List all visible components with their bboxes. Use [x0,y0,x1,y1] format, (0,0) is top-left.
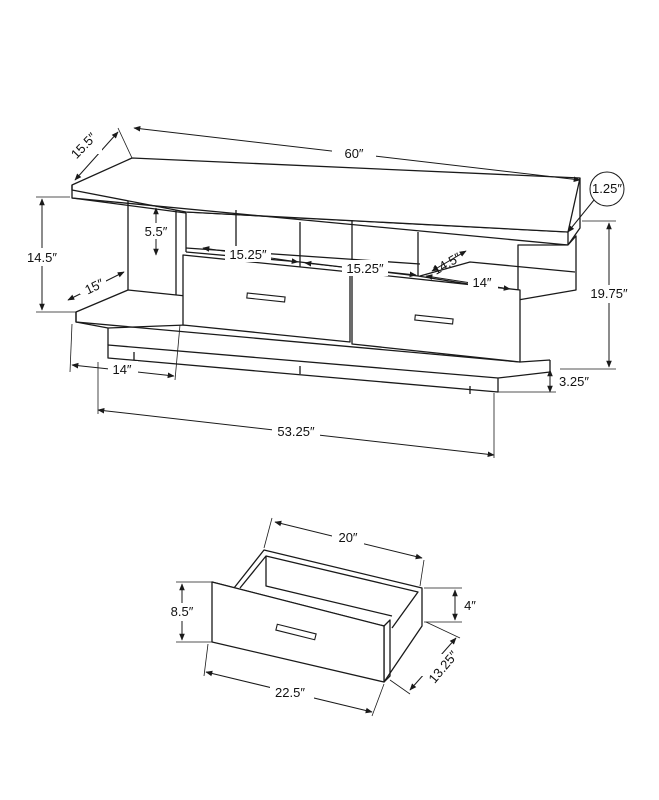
right-depth-label: 14.5″ [430,249,464,277]
drawer-handle [275,623,317,641]
shelf-dividers [185,210,419,276]
drawer-inner [239,555,419,629]
drawer-drawing [211,549,423,683]
left-opening-label: 15.25″ [229,247,267,262]
base-length-label: 53.25″ [277,424,315,439]
base-platform [75,289,187,329]
right-width-label: 14″ [472,275,491,290]
left-back-panel [127,194,177,306]
left-height-label: 14.5″ [27,250,57,265]
top-thickness-callout [589,171,625,207]
shelf-height-label: 5.5″ [145,224,168,239]
middle-opening-label: 15.25″ [346,261,384,276]
top-thickness-label: 1.25″ [592,181,622,196]
overall-height-label: 19.75″ [590,286,628,301]
stand-dimension-labels: 15.5″ 60″ 1.25″ 14.5″ 19.75″ 5.5″ 15.25″… [22,129,632,440]
stand-handle-right [414,314,454,325]
drawer-front-height-label: 8.5″ [171,604,194,619]
base-width-label: 14″ [112,362,131,377]
top-front-edge [71,197,569,246]
drawer-width-label: 22.5″ [275,685,305,700]
drawer-front-edge [383,619,391,683]
leg-label: 3.25″ [559,374,589,389]
stand-handle-left [246,292,286,303]
feet [133,352,471,394]
width-label: 60″ [344,146,363,161]
tv-stand-drawing [71,157,581,394]
drawer-inside-height-label: 4″ [464,598,476,613]
base-platform-edge [75,312,521,363]
drawer-depth-label: 20″ [338,530,357,545]
